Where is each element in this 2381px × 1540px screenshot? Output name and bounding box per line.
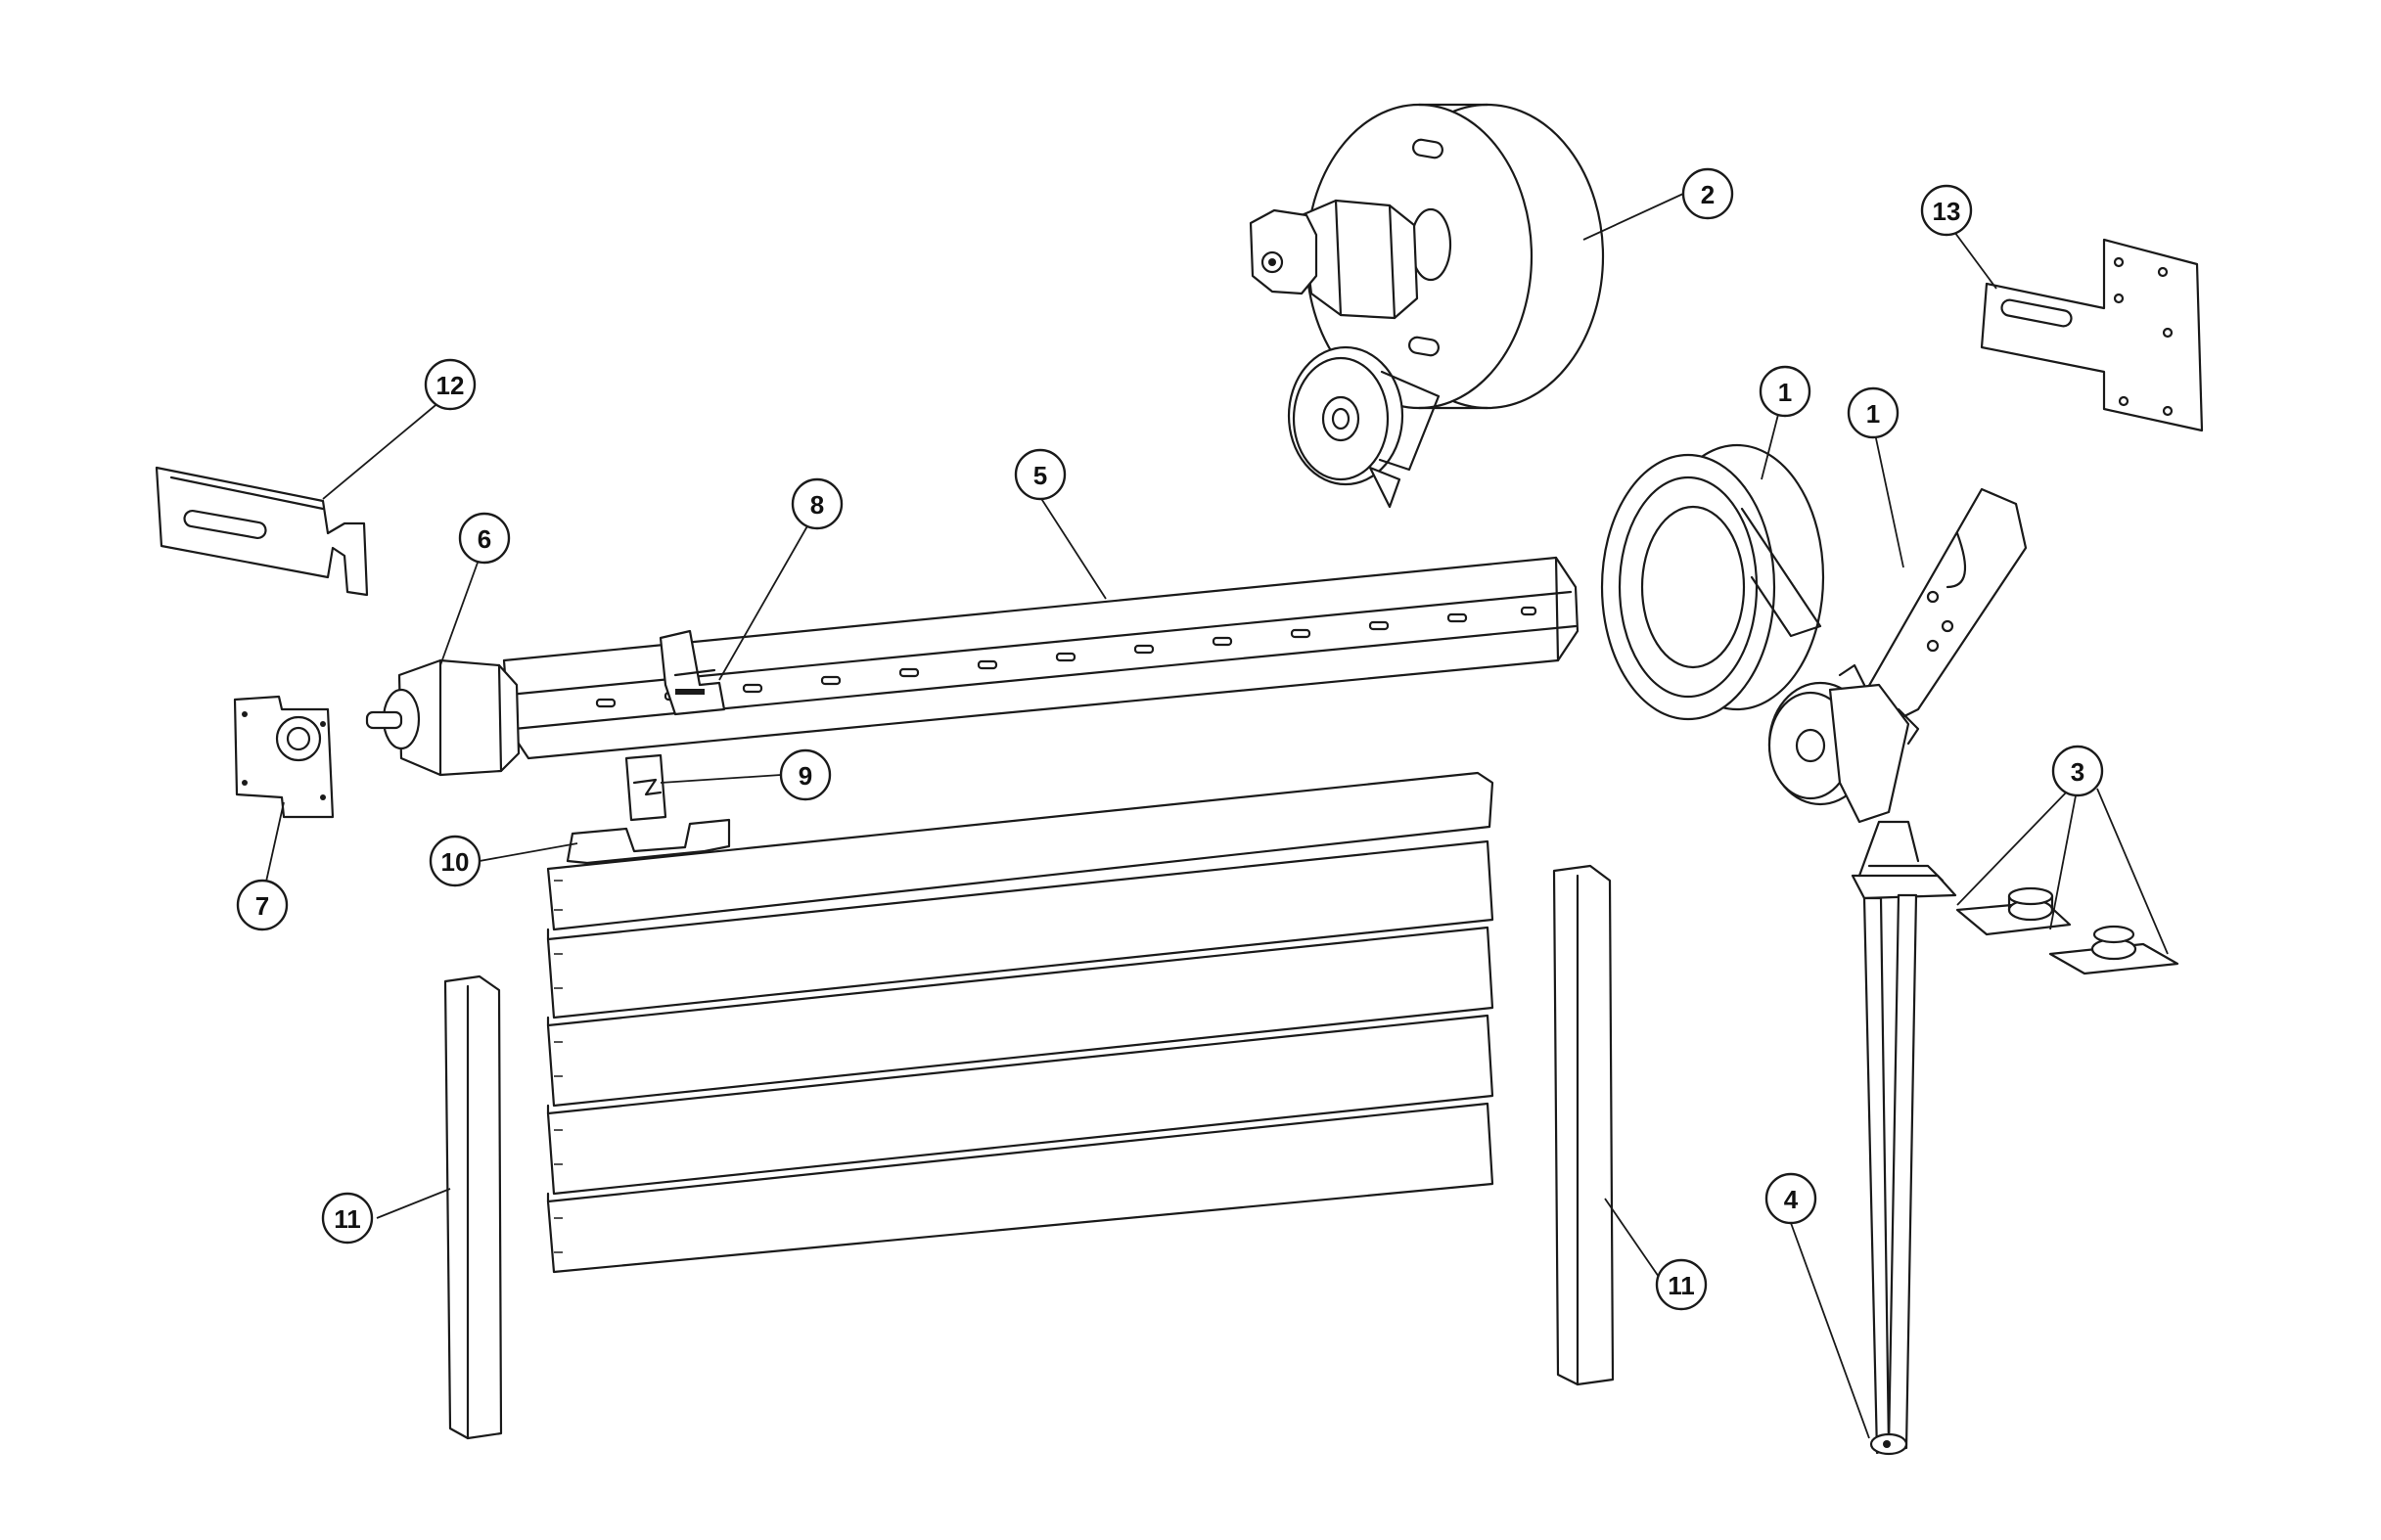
- svg-text:2: 2: [1701, 180, 1715, 209]
- svg-text:3: 3: [2071, 757, 2084, 787]
- svg-text:1: 1: [1866, 399, 1880, 429]
- part-slat-hook: [566, 818, 731, 865]
- svg-text:7: 7: [255, 891, 269, 921]
- callout-10: 10: [429, 835, 481, 887]
- part-wall-plate-13: [1980, 238, 2204, 432]
- svg-text:11: 11: [1668, 1271, 1695, 1300]
- callout-3: 3: [2051, 745, 2104, 797]
- callout-12: 12: [424, 358, 477, 411]
- svg-text:5: 5: [1033, 461, 1047, 490]
- callout-1-bracket: 1: [1847, 386, 1900, 439]
- part-connector-strap: [624, 753, 667, 822]
- svg-text:10: 10: [441, 847, 470, 877]
- leader-lines: [261, 193, 2169, 1439]
- callout-5: 5: [1014, 448, 1067, 501]
- part-bearing-plate: [233, 695, 335, 819]
- svg-text:4: 4: [1784, 1185, 1799, 1214]
- svg-text:8: 8: [810, 490, 824, 520]
- part-end-cap: [365, 658, 521, 777]
- part-bracket-pulley: [1767, 487, 2028, 824]
- svg-text:9: 9: [799, 761, 812, 791]
- callout-9: 9: [779, 748, 832, 801]
- part-drive-wheel: [1600, 443, 1825, 721]
- callout-11-right: 11: [1655, 1258, 1708, 1311]
- callout-6: 6: [458, 512, 511, 565]
- callout-4: 4: [1764, 1172, 1817, 1225]
- part-shutter-slats: [546, 771, 1494, 1274]
- callout-7: 7: [236, 879, 289, 931]
- part-anchor-plates: [1955, 886, 2179, 975]
- callout-1-wheel: 1: [1759, 365, 1811, 418]
- svg-text:11: 11: [334, 1204, 361, 1234]
- callout-11-left: 11: [321, 1192, 374, 1245]
- callout-13: 13: [1920, 184, 1973, 237]
- part-shaft-clip: [659, 629, 726, 716]
- svg-text:6: 6: [478, 524, 491, 554]
- callout-8: 8: [791, 477, 844, 530]
- part-drum-motor-assembly: [1249, 103, 1605, 509]
- svg-text:1: 1: [1778, 378, 1792, 407]
- part-guide-rail-left: [443, 974, 503, 1440]
- part-left-bracket-12: [155, 466, 369, 597]
- callout-2: 2: [1681, 167, 1734, 220]
- svg-text:13: 13: [1933, 197, 1961, 226]
- part-support-post: [1851, 820, 1957, 1456]
- svg-text:12: 12: [436, 371, 465, 400]
- part-guide-rail-right: [1552, 864, 1615, 1386]
